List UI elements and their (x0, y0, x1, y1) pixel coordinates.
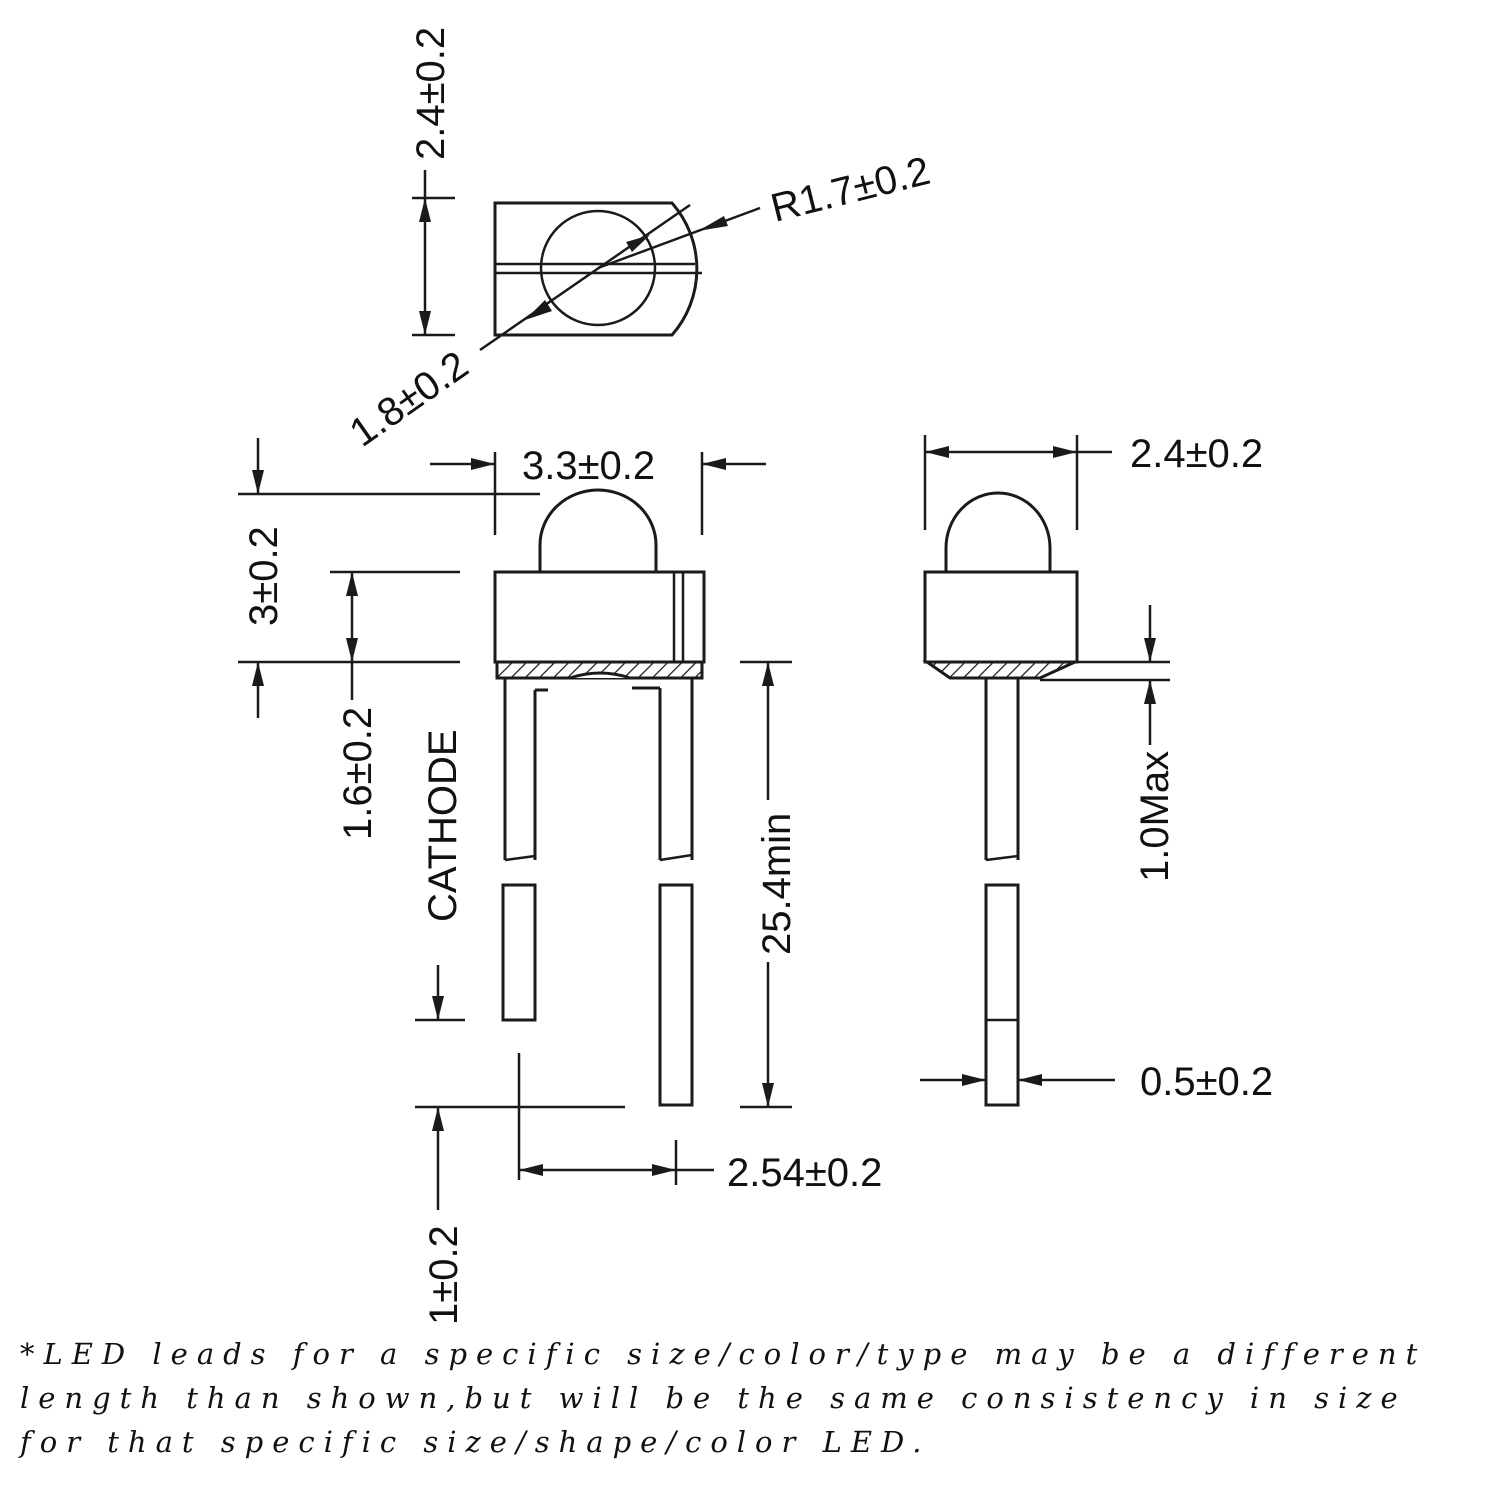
standoff-arrow-top (1144, 638, 1156, 662)
lead-width-label: 0.5±0.2 (1140, 1060, 1273, 1104)
front-width-arrow-right (702, 458, 726, 470)
lead-length-label: 25.4min (755, 813, 799, 955)
cathode-lead-break-1 (504, 854, 536, 862)
lead-spacing-arrow-left (519, 1164, 543, 1176)
flange-height-label: 1.6±0.2 (336, 707, 380, 840)
body-height-arrow-top (252, 470, 264, 494)
radius-arrowhead (698, 216, 728, 231)
side-dome (944, 491, 1052, 572)
side-lead-lower (984, 883, 1020, 1107)
diameter-leader-line (479, 203, 691, 352)
footnote-line-1: *LED leads for a specific size/color/typ… (20, 1337, 1427, 1371)
lead-offset-arrow-bottom (432, 1107, 444, 1131)
lead-spacing-label: 2.54±0.2 (727, 1151, 882, 1195)
lead-length-arrow-bottom (762, 1083, 774, 1107)
side-body (923, 570, 1079, 664)
footnote-line-2: length than shown,but will be the same c… (20, 1381, 1407, 1415)
top-view: 2.4±0.2 R1.7±0.2 1.8±0.2 (342, 27, 935, 456)
side-width-label: 2.4±0.2 (1130, 432, 1263, 476)
side-lead-upper (984, 678, 1020, 860)
lead-offset-label: 1±0.2 (422, 1225, 466, 1325)
front-view: 3.3±0.2 3±0.2 1.6±0.2 CATHODE 25.4min 1± (238, 438, 882, 1325)
side-width-arrow-right (1053, 446, 1077, 458)
lead-offset-arrow-top (432, 996, 444, 1020)
top-height-arrow-up (419, 198, 431, 222)
body-height-label: 3±0.2 (242, 526, 286, 626)
lens-diameter-label: 1.8±0.2 (342, 343, 476, 455)
side-lead-break (985, 854, 1019, 862)
radius-leader-line (597, 206, 761, 270)
front-width-label: 3.3±0.2 (522, 444, 655, 488)
standoff-label: 1.0Max (1133, 751, 1177, 882)
footnote-line-3: for that specific size/shape/color LED. (20, 1425, 931, 1459)
anode-lead-lower (658, 883, 694, 1107)
side-width-arrow-left (925, 446, 949, 458)
top-height-arrow-down (419, 311, 431, 335)
side-view: 2.4±0.2 1.0Max 0.5±0.2 (920, 432, 1273, 1107)
body-height-arrow-bottom (252, 662, 264, 686)
lead-width-arrow-left (962, 1074, 986, 1086)
anode-lead-upper (632, 678, 694, 860)
front-width-arrow-left (471, 458, 495, 470)
lead-spacing-arrow-right (652, 1164, 676, 1176)
standoff-arrow-bottom (1144, 680, 1156, 704)
diameter-arrowhead-lower (525, 300, 552, 320)
cathode-lead-upper (503, 678, 548, 860)
front-body (493, 570, 706, 664)
flange-height-arrow-bottom (346, 638, 358, 662)
lead-length-arrow-top (762, 662, 774, 686)
cathode-label: CATHODE (421, 729, 465, 922)
flange-height-arrow-top (346, 572, 358, 596)
lens-circle (539, 209, 657, 327)
front-base-notch (569, 671, 631, 680)
diameter-arrowhead-upper (626, 235, 650, 252)
side-hatched-base (922, 660, 1076, 680)
footnote: *LED leads for a specific size/color/typ… (20, 1332, 1480, 1464)
front-dome (538, 488, 658, 572)
lead-width-arrow-right (1018, 1074, 1042, 1086)
anode-lead-break-1 (659, 853, 693, 862)
cathode-lead-lower (501, 883, 537, 1022)
top-height-label: 2.4±0.2 (409, 27, 453, 160)
radius-label: R1.7±0.2 (767, 149, 935, 231)
